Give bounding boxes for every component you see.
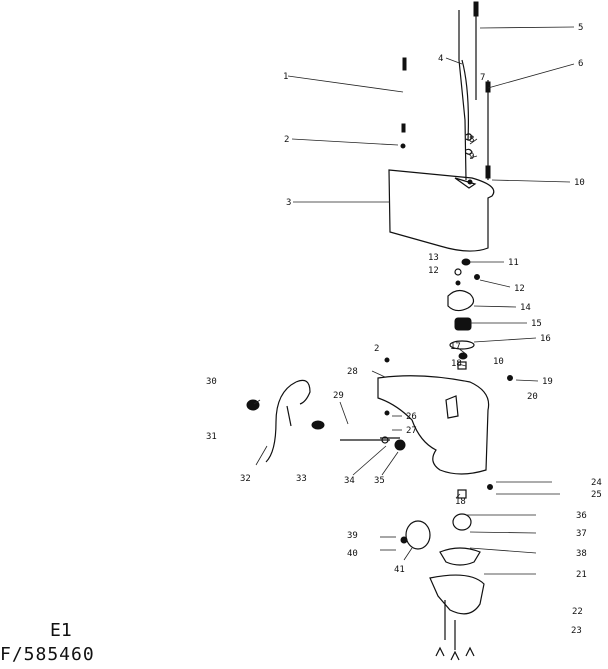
callout-23: 23	[571, 626, 582, 636]
callout-8: 8	[469, 135, 474, 145]
callout-18: 18	[451, 359, 462, 369]
callout-36: 36	[576, 511, 587, 521]
lower-unit	[400, 489, 485, 661]
callout-29: 29	[333, 391, 344, 401]
callout-38: 38	[576, 549, 587, 559]
callout-1: 1	[283, 72, 288, 82]
callout-39: 39	[347, 531, 358, 541]
callout-33: 33	[296, 474, 307, 484]
callout-18-lower: 18	[455, 497, 466, 507]
callout-32: 32	[240, 474, 251, 484]
callout-10-lower: 10	[493, 357, 504, 367]
callout-15: 15	[531, 319, 542, 329]
diagram-reference-number: F/585460	[0, 644, 95, 665]
callout-35: 35	[374, 476, 385, 486]
callout-3: 3	[286, 198, 291, 208]
callout-12-right: 12	[514, 284, 525, 294]
middle-parts	[384, 258, 480, 370]
callout-37: 37	[576, 529, 587, 539]
propeller-shaft-parts	[246, 379, 406, 463]
callout-21: 21	[576, 570, 587, 580]
callout-19: 19	[542, 377, 553, 387]
callout-10: 10	[574, 178, 585, 188]
callout-31: 31	[206, 432, 217, 442]
callout-labels: 1 2 2 3 4 5 6 7 8 9 10 10 11 12 12 13 14…	[206, 23, 602, 636]
callout-17: 17	[450, 342, 461, 352]
callout-9: 9	[469, 152, 474, 162]
callout-41: 41	[394, 565, 405, 575]
callout-20: 20	[527, 392, 538, 402]
callout-14: 14	[520, 303, 531, 313]
callout-12: 12	[428, 266, 439, 276]
gear-case	[377, 375, 513, 490]
callout-7: 7	[480, 73, 485, 83]
callout-22: 22	[572, 607, 583, 617]
callout-24: 24	[591, 478, 602, 488]
callout-11: 11	[508, 258, 519, 268]
leader-lines	[253, 26, 575, 575]
callout-5: 5	[578, 23, 583, 33]
callout-27: 27	[406, 426, 417, 436]
diagram-code: E1	[50, 620, 72, 641]
callout-26: 26	[406, 412, 417, 422]
callout-6: 6	[578, 59, 583, 69]
callout-40: 40	[347, 549, 358, 559]
callout-4: 4	[438, 54, 443, 64]
callout-2-lower: 2	[374, 344, 379, 354]
callout-13: 13	[428, 253, 439, 263]
callout-2: 2	[284, 135, 289, 145]
callout-28: 28	[347, 367, 358, 377]
upper-housing	[388, 169, 495, 252]
callout-25: 25	[591, 490, 602, 500]
drive-shaft-assembly	[400, 1, 491, 181]
callout-30: 30	[206, 377, 217, 387]
callout-34: 34	[344, 476, 355, 486]
callout-16: 16	[540, 334, 551, 344]
